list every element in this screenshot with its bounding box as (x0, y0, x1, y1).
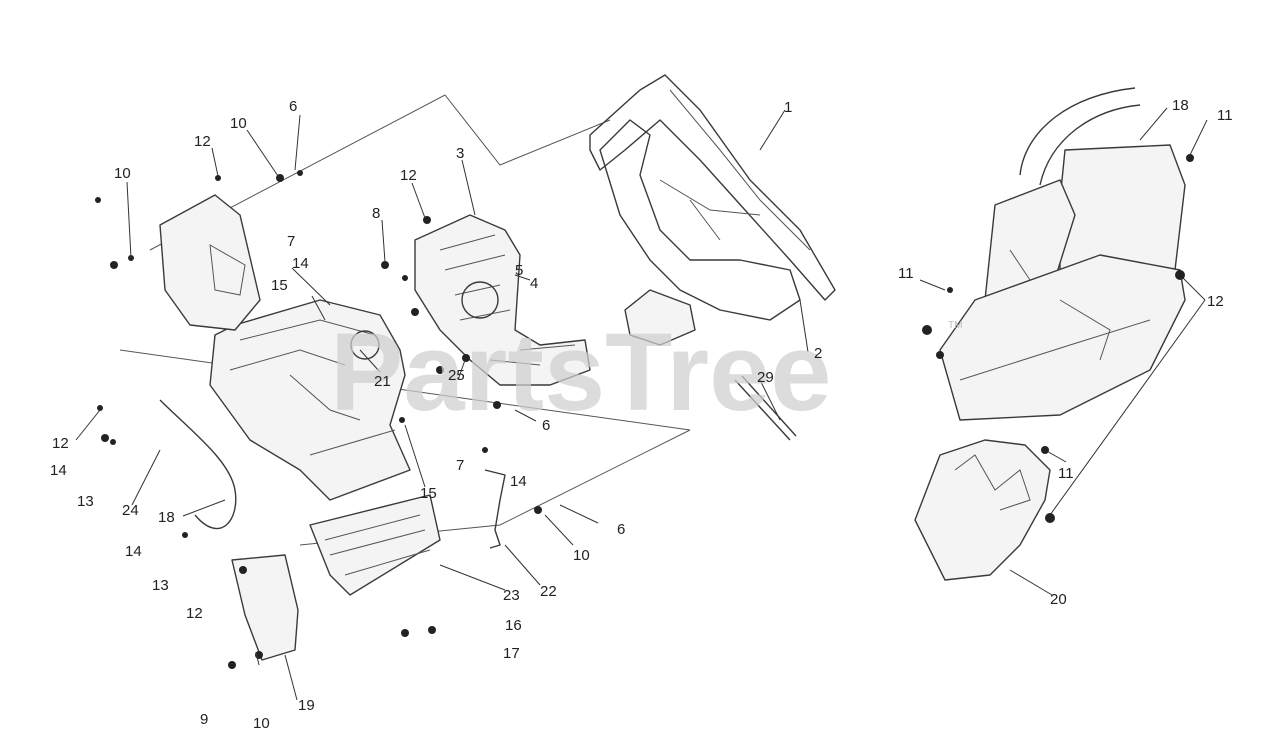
chute-housing-detail (229, 319, 396, 456)
side-bracket-detail (209, 244, 246, 296)
callout-23: 23 (503, 587, 520, 604)
watermark-tm: TM (948, 320, 962, 331)
bracket-22 (484, 469, 506, 549)
side-bracket (159, 194, 261, 331)
callout-16: 16 (505, 617, 522, 634)
callout-14-middle: 14 (510, 473, 527, 490)
callout-11-bottom: 11 (1058, 465, 1074, 482)
muffler-box (939, 254, 1186, 421)
right-hardware (922, 154, 1194, 523)
callout-6-bottom: 6 (617, 521, 625, 538)
callout-10-footer: 10 (253, 715, 270, 732)
callout-11-left: 11 (898, 265, 914, 282)
callout-7-top: 7 (287, 233, 295, 250)
pulley (350, 330, 380, 360)
carburetor-bore (461, 281, 499, 319)
callout-12-right: 12 (1207, 293, 1224, 310)
callout-5: 5 (515, 262, 523, 279)
callout-13-lower: 13 (152, 577, 169, 594)
callout-10-top: 10 (230, 115, 247, 132)
callout-12-engine: 12 (400, 167, 417, 184)
callout-9: 9 (200, 711, 208, 728)
drive-shaft (734, 375, 797, 441)
callout-labels: 1 2 3 4 5 6 6 6 7 7 8 9 10 10 10 10 11 1… (50, 97, 1233, 732)
lower-bracket (231, 554, 299, 661)
hose (1019, 87, 1141, 186)
deflector-plate (309, 494, 441, 596)
left-assembly (75, 74, 1208, 701)
callout-14-left: 14 (50, 462, 67, 479)
callout-10-left: 10 (114, 165, 131, 182)
callout-20: 20 (1050, 591, 1067, 608)
engine-block-detail (439, 234, 576, 366)
callout-10-bottom: 10 (573, 547, 590, 564)
callout-15-top: 15 (271, 277, 288, 294)
lower-arm (159, 399, 237, 530)
callout-13-left: 13 (77, 493, 94, 510)
callout-18-left: 18 (158, 509, 175, 526)
callout-4: 4 (530, 275, 538, 292)
callout-2: 2 (814, 345, 822, 362)
callout-22: 22 (540, 583, 557, 600)
callout-12-left: 12 (52, 435, 69, 452)
callout-12-top: 12 (194, 133, 211, 150)
callout-21: 21 (374, 373, 391, 390)
engine-block (414, 214, 591, 386)
callout-6-top: 6 (289, 98, 297, 115)
muffler-box-detail (959, 249, 1151, 381)
deflector-detail (324, 514, 431, 576)
leader-lines (75, 107, 1208, 701)
callout-29: 29 (757, 369, 774, 386)
callout-8: 8 (372, 205, 380, 222)
callout-17: 17 (503, 645, 520, 662)
right-assembly (914, 87, 1194, 581)
callout-11-top: 11 (1217, 107, 1233, 124)
handle-frame-detail (659, 89, 811, 251)
callout-1: 1 (784, 99, 792, 116)
callout-3: 3 (456, 145, 464, 162)
lower-guard-detail (954, 454, 1031, 511)
callout-14-top: 14 (292, 255, 309, 272)
callout-19: 19 (298, 697, 315, 714)
watermark-text: PartsTree (330, 311, 831, 434)
callout-14-lower: 14 (125, 543, 142, 560)
callout-18-right: 18 (1172, 97, 1189, 114)
handle-frame-inner (599, 119, 801, 321)
callout-7-bottom: 7 (456, 457, 464, 474)
handle-frame-outer (589, 74, 836, 301)
callout-12-bottom: 12 (186, 605, 203, 622)
callout-24: 24 (122, 502, 139, 519)
frame-clamp (624, 289, 696, 346)
callout-6-middle: 6 (542, 417, 550, 434)
watermark: PartsTree TM (330, 311, 962, 434)
callout-15-middle: 15 (420, 485, 437, 502)
lower-guard (914, 439, 1051, 581)
callout-25: 25 (448, 367, 465, 384)
